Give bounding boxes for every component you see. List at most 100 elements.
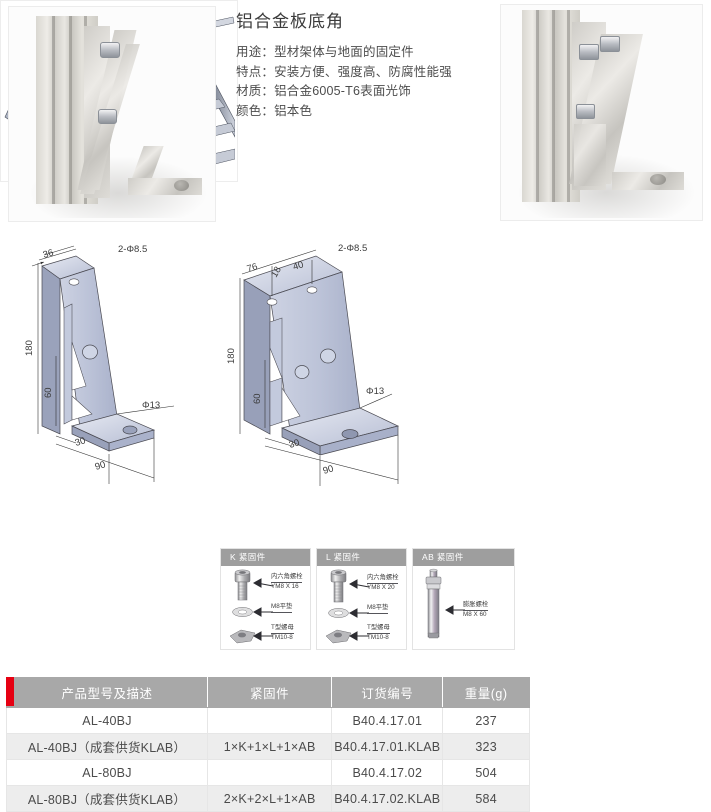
cell-weight: 323 <box>442 733 530 760</box>
cell-model: AL-80BJ（成套供货KLAB） <box>6 785 208 812</box>
cell-fastener: 2×K+2×L+1×AB <box>206 785 333 812</box>
fastener-l-part-1-label: M8平垫 <box>367 604 389 614</box>
dim-hole-offset: 18 <box>269 265 284 280</box>
dim-hole-base: Φ13 <box>366 386 384 397</box>
cell-model: AL-40BJ <box>6 707 208 734</box>
bolt-upper-right-icon <box>600 36 620 52</box>
fastener-box-l: L 紧固件 <box>316 548 407 650</box>
dim-mid-height: 60 <box>43 387 54 398</box>
fastener-l-part-2-label: T型螺母 TM10-8 <box>367 624 390 641</box>
product-header: 铝合金板底角 用途：型材架体与地面的固定件 特点：安装方便、强度高、防腐性能强 … <box>236 12 496 121</box>
cell-weight: 237 <box>442 707 530 734</box>
technical-drawing-al80bj: 76 18 40 2-Φ8.5 180 60 30 90 Φ13 <box>220 238 420 493</box>
fastener-k-part-1-label: M8平垫 <box>271 603 293 613</box>
dim-base-inner: 30 <box>74 435 87 449</box>
fastener-l-part-0-label: 内六角螺栓 YM8 X 20 <box>367 574 399 591</box>
table-header-row: 产品型号及描述 紧固件 订货编号 重量(g) <box>6 677 530 708</box>
cell-weight: 584 <box>442 785 530 812</box>
dim-base-width: 90 <box>322 463 335 477</box>
dimension-labels: 76 18 40 2-Φ8.5 180 60 30 90 Φ13 <box>226 243 384 477</box>
flat-washer-icon <box>232 607 253 617</box>
t-nut-icon <box>229 629 256 644</box>
dim-base-width: 90 <box>94 459 107 473</box>
table-header-fastener: 紧固件 <box>206 677 333 708</box>
table-header-order-no: 订货编号 <box>331 677 444 708</box>
fastener-legend: K 紧固件 <box>0 548 711 652</box>
base-hole-icon <box>650 174 666 185</box>
dimension-lines <box>239 249 399 486</box>
top-hole-icon <box>68 278 80 286</box>
dim-base-inner: 30 <box>288 437 301 451</box>
cell-weight: 504 <box>442 759 530 786</box>
bracket-geometry <box>243 255 400 456</box>
bracket-lower-box <box>574 124 606 186</box>
callout-arrow <box>444 605 465 615</box>
hex-socket-bolt-icon <box>234 569 251 601</box>
cell-order-no: B40.4.17.02 <box>331 759 444 786</box>
table-accent-bar <box>6 677 14 706</box>
dim-hole-top: 2-Φ8.5 <box>338 243 367 254</box>
dim-top-width: 36 <box>42 247 55 261</box>
cell-fastener: 1×K+1×L+1×AB <box>206 733 333 760</box>
dim-mid-height: 60 <box>252 393 263 404</box>
base-hole-icon <box>174 180 189 191</box>
cell-fastener <box>206 759 333 786</box>
fastener-box-k-header: K 紧固件 <box>221 549 310 566</box>
fastener-box-ab-body: 膨胀螺栓 M8 X 60 <box>413 566 514 649</box>
cell-order-no: B40.4.17.01 <box>331 707 444 734</box>
bracket-base-plate <box>128 178 202 195</box>
center-hole-right-icon <box>320 348 336 364</box>
dim-hole-pitch: 40 <box>292 259 305 273</box>
bolt-upper-icon <box>100 42 120 58</box>
fastener-k-part-2-label: T型螺母 TM10-8 <box>271 624 294 641</box>
callout-arrows <box>252 578 274 641</box>
base-hole-icon <box>122 425 138 435</box>
fastener-ab-part-0-label: 膨胀螺栓 M8 X 60 <box>463 601 489 618</box>
dim-height: 180 <box>24 340 35 356</box>
cell-model: AL-40BJ（成套供货KLAB） <box>6 733 208 760</box>
table-row[interactable]: AL-80BJ（成套供货KLAB） 2×K+2×L+1×AB B40.4.17.… <box>6 785 530 812</box>
fastener-box-k: K 紧固件 <box>220 548 311 650</box>
product-table: 产品型号及描述 紧固件 订货编号 重量(g) AL-40BJ B40.4.17.… <box>6 677 530 812</box>
dim-hole-top: 2-Φ8.5 <box>118 244 147 255</box>
table-row[interactable]: AL-80BJ B40.4.17.02 504 <box>6 759 530 786</box>
fastener-k-part-0-label: 内六角螺栓 YM8 X 16 <box>271 573 303 590</box>
product-photo-left <box>8 6 216 222</box>
dim-height: 180 <box>226 348 237 364</box>
table-header-model: 产品型号及描述 <box>6 677 208 708</box>
bolt-lower-icon <box>576 104 595 119</box>
bracket-geometry <box>41 255 156 452</box>
cell-fastener <box>206 707 333 734</box>
fastener-box-ab-header: AB 紧固件 <box>413 549 514 566</box>
base-hole-icon <box>341 429 359 439</box>
t-nut-icon <box>325 629 352 644</box>
center-hole-icon <box>82 344 98 360</box>
hex-socket-bolt-icon <box>330 569 347 603</box>
spec-color: 颜色：铝本色 <box>236 103 313 118</box>
fastener-box-l-header: L 紧固件 <box>317 549 406 566</box>
table-row[interactable]: AL-40BJ B40.4.17.01 237 <box>6 707 530 734</box>
bolt-lower-icon <box>98 109 117 124</box>
spec-usage: 用途：型材架体与地面的固定件 <box>236 45 414 60</box>
extrusion-profile <box>522 10 580 202</box>
spec-material: 材质：铝合金6005-T6表面光饰 <box>236 84 411 99</box>
fastener-box-k-body: 内六角螺栓 YM8 X 16 M8平垫 T型螺母 TM10-8 <box>221 566 310 649</box>
fastener-box-ab: AB 紧固件 <box>412 548 515 650</box>
dim-hole-base: Φ13 <box>142 400 160 411</box>
technical-drawing-al40bj: 36 2-Φ8.5 180 60 30 90 Φ13 <box>14 238 204 493</box>
cell-order-no: B40.4.17.02.KLAB <box>331 785 444 812</box>
cell-model: AL-80BJ <box>6 759 208 786</box>
product-photo-right <box>500 4 703 221</box>
page-title: 铝合金板底角 <box>236 12 344 31</box>
dim-top-width: 76 <box>246 261 259 275</box>
expansion-bolt-icon <box>425 568 442 639</box>
callout-arrows <box>348 579 370 641</box>
spec-features: 特点：安装方便、强度高、防腐性能强 <box>236 64 452 79</box>
bracket-base-plate <box>612 172 684 190</box>
top-hole-left-icon <box>266 298 278 306</box>
dimension-labels: 36 2-Φ8.5 180 60 30 90 Φ13 <box>24 244 160 473</box>
center-hole-left-icon <box>294 365 310 379</box>
bolt-upper-left-icon <box>579 44 599 60</box>
flat-washer-icon <box>328 608 349 618</box>
table-row[interactable]: AL-40BJ（成套供货KLAB） 1×K+1×L+1×AB B40.4.17.… <box>6 733 530 760</box>
